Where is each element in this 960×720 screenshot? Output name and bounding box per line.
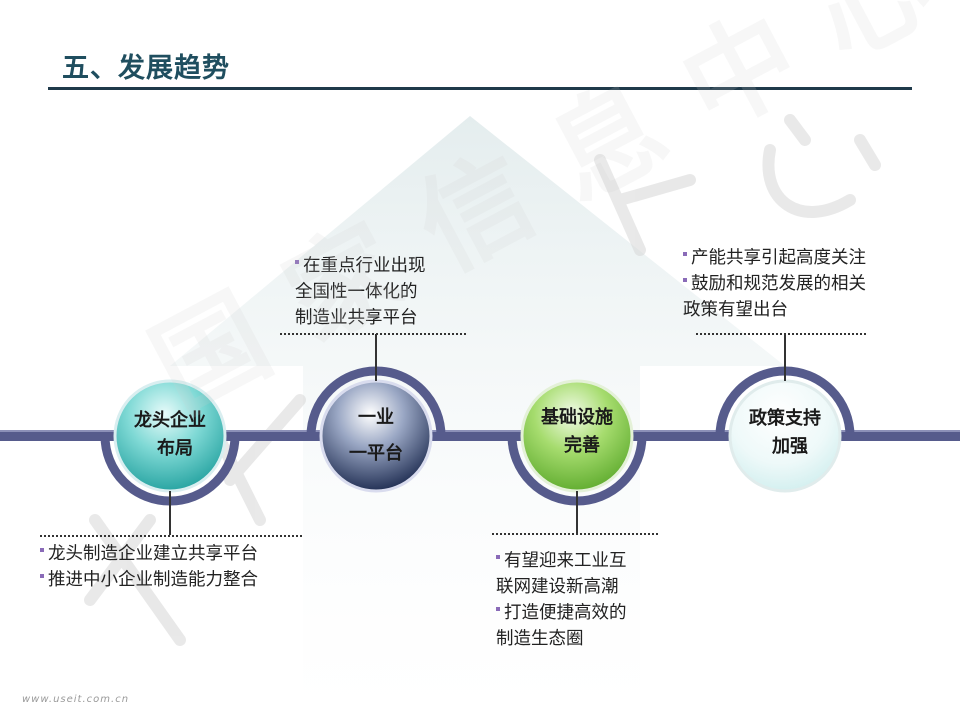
connector-4 [784, 334, 786, 381]
list-item: 制造业共享平台 [295, 308, 418, 328]
list-item: 联网建设新高潮 [496, 577, 619, 597]
bullet-icon [683, 278, 687, 282]
list-item: 在重点行业出现 [295, 253, 426, 279]
bullet-icon [683, 252, 687, 256]
list-item: 鼓励和规范发展的相关 [683, 271, 866, 297]
dotted-rule-2 [280, 333, 466, 335]
connector-1 [169, 491, 171, 535]
note-node-2: 在重点行业出现 全国性一体化的 制造业共享平台 [295, 253, 426, 331]
list-item: 推进中小企业制造能力整合 [40, 567, 258, 593]
list-item: 产能共享引起高度关注 [683, 245, 866, 271]
node-label-4: 政策支持 加强 [749, 408, 821, 457]
bullet-icon [40, 574, 44, 578]
bullet-icon [40, 548, 44, 552]
note-node-3: 有望迎来工业互 联网建设新高潮 打造便捷高效的 制造生态圈 [496, 548, 627, 652]
list-item: 有望迎来工业互 [496, 548, 627, 574]
list-item: 打造便捷高效的 [496, 600, 627, 626]
bullet-icon [496, 607, 500, 611]
connector-3 [576, 491, 578, 534]
list-item: 政策有望出台 [683, 300, 788, 320]
bullet-icon [295, 260, 299, 264]
note-node-1: 龙头制造企业建立共享平台 推进中小企业制造能力整合 [40, 541, 258, 593]
note-node-4: 产能共享引起高度关注 鼓励和规范发展的相关 政策有望出台 [683, 245, 866, 323]
dotted-rule-1 [40, 535, 302, 537]
connector-2 [375, 334, 377, 381]
node-label-1: 龙头企业 布局 [134, 410, 206, 459]
node-label-2: 一业 一平台 [349, 407, 403, 464]
list-item: 全国性一体化的 [295, 282, 418, 302]
node-circle-4 [728, 379, 842, 493]
list-item: 制造生态圈 [496, 629, 584, 649]
timeline-band [0, 431, 960, 441]
node-label-3: 基础设施 完善 [541, 407, 613, 456]
title-underline [48, 87, 912, 90]
footer-url: www.useit.com.cn [22, 694, 130, 705]
list-item: 龙头制造企业建立共享平台 [40, 541, 258, 567]
dotted-rule-3 [492, 533, 658, 535]
node-circle-2 [319, 379, 433, 493]
dotted-rule-4 [696, 333, 866, 335]
page-title: 五、发展趋势 [62, 53, 230, 84]
bullet-icon [496, 555, 500, 559]
growth-arrow-shape [170, 116, 785, 720]
